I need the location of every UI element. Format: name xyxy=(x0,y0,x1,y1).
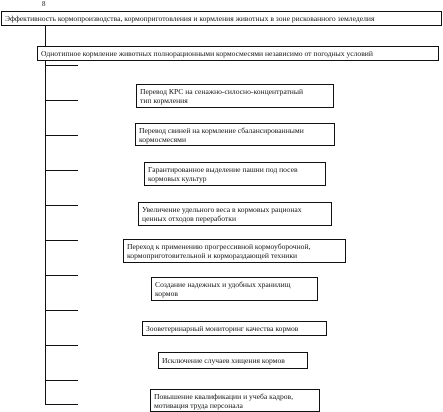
tick-2 xyxy=(45,100,78,101)
main-box-text: Однотипное кормление животных полнорацио… xyxy=(41,49,373,58)
tick-5 xyxy=(45,205,78,206)
item-box-7: Зооветеринарный мониторинг качества корм… xyxy=(142,321,327,336)
item-9-line1: Повышение квалификации и учеба кадров, xyxy=(154,392,294,401)
item-6-line2: кормов xyxy=(155,289,178,298)
tick-7 xyxy=(45,275,78,276)
item-2-line2: кормосмесями xyxy=(139,135,187,144)
item-3-line1: Гарантированное выделение пашни под посе… xyxy=(148,165,298,174)
item-box-6: Создание надежных и удобных хранилищ кор… xyxy=(151,277,318,301)
item-4-line1: Увеличение удельного веса в кормовых рац… xyxy=(142,205,302,214)
item-3-line2: кормовых культур xyxy=(148,174,207,183)
item-5-line2: кормоприготовительной и кормораздающей т… xyxy=(127,251,298,260)
top-mark: 8 xyxy=(42,0,46,8)
spine-line xyxy=(45,61,46,405)
tick-10 xyxy=(45,380,78,381)
header-text: Эффективность кормопроизводства, кормопр… xyxy=(5,14,375,23)
item-box-8: Исключение случаев хищения кормов xyxy=(158,352,308,369)
item-9-line2: мотивация труда персонала xyxy=(154,401,243,410)
header-connector xyxy=(45,26,46,47)
item-8-line1: Исключение случаев хищения кормов xyxy=(162,356,285,365)
tick-9 xyxy=(45,345,78,346)
item-5-line1: Переход к применению прогрессивной кормо… xyxy=(127,242,311,251)
item-2-line1: Перевод свиней на кормление сбалансирова… xyxy=(139,126,304,135)
item-1-line1: Перевод КРС на сенажно-силосно-концентра… xyxy=(140,87,304,96)
item-box-1: Перевод КРС на сенажно-силосно-концентра… xyxy=(136,84,334,108)
item-box-2: Перевод свиней на кормление сбалансирова… xyxy=(135,123,335,146)
tick-3 xyxy=(45,135,78,136)
item-box-9: Повышение квалификации и учеба кадров, м… xyxy=(150,389,320,412)
item-7-line1: Зооветеринарный мониторинг качества корм… xyxy=(146,324,299,333)
tick-1 xyxy=(45,65,78,66)
item-box-4: Увеличение удельного веса в кормовых рац… xyxy=(138,202,332,226)
tick-6 xyxy=(45,240,78,241)
item-box-5: Переход к применению прогрессивной кормо… xyxy=(123,239,346,263)
tick-11 xyxy=(45,404,78,405)
item-box-3: Гарантированное выделение пашни под посе… xyxy=(144,162,326,186)
tick-4 xyxy=(45,170,78,171)
tick-8 xyxy=(45,310,78,311)
header-box: Эффективность кормопроизводства, кормопр… xyxy=(1,11,442,26)
item-1-line2: тип кормления xyxy=(140,96,188,105)
item-6-line1: Создание надежных и удобных хранилищ xyxy=(155,280,291,289)
item-4-line2: ценных отходов переработки xyxy=(142,214,237,223)
main-box: Однотипное кормление животных полнорацио… xyxy=(37,46,439,61)
